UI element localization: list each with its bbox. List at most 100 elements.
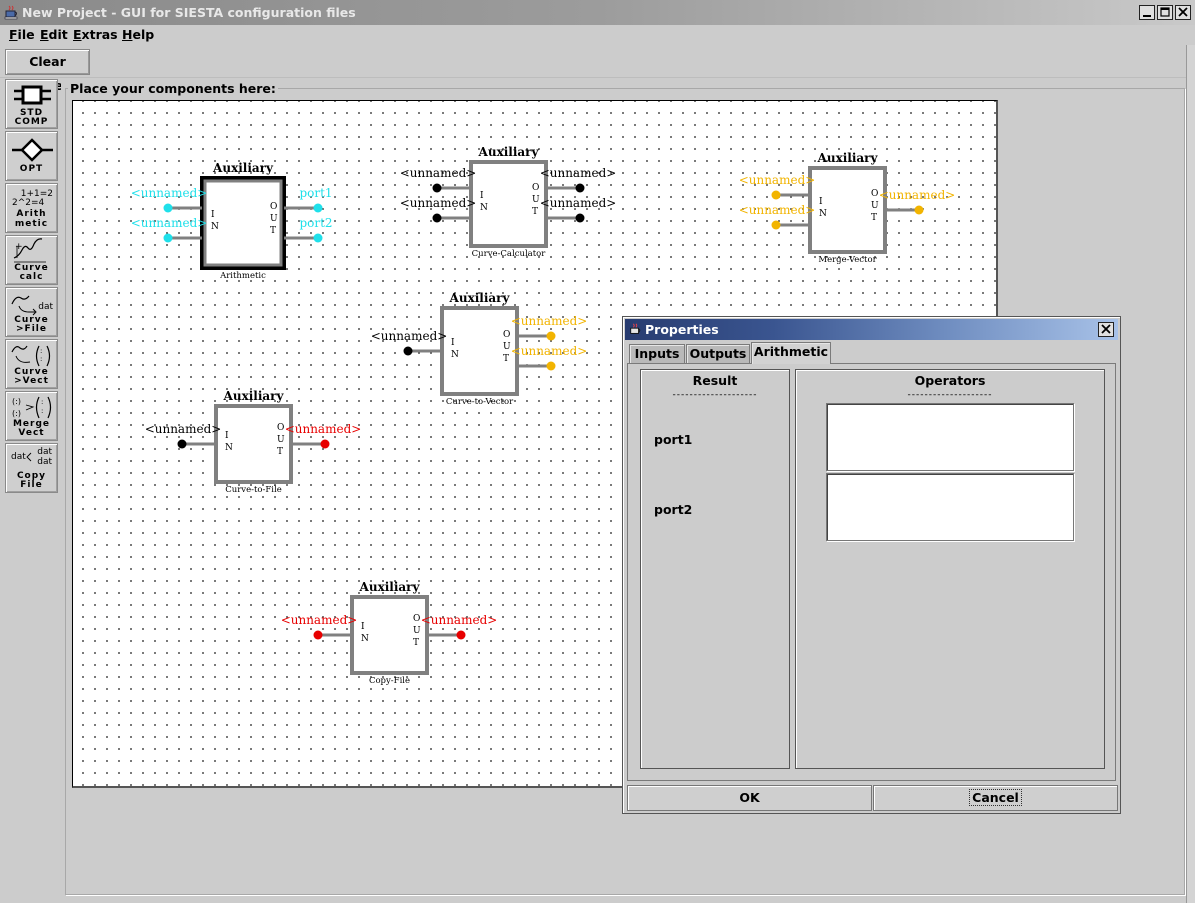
palette-curve-vect-button[interactable]: :: Curve >Vect	[5, 339, 58, 389]
maximize-button[interactable]	[1157, 5, 1173, 20]
arithmetic-input-port	[163, 233, 173, 243]
svg-text:+: +	[15, 242, 23, 252]
tab-arithmetic[interactable]: Arithmetic	[751, 342, 831, 364]
result-port2-label: port2	[654, 502, 693, 517]
copy-file-header: Auxiliary	[359, 580, 421, 594]
merge-vector-input-port	[771, 220, 781, 230]
close-window-button[interactable]	[1175, 5, 1191, 20]
copy-file-output-label: <unnamed>	[421, 613, 498, 627]
curve-to-file-name-label: Curve-to-File	[225, 485, 282, 495]
minimize-icon	[1143, 15, 1151, 17]
result-port1-label: port1	[654, 432, 693, 447]
components-panel	[65, 88, 1185, 895]
curve-to-vector-output-port	[546, 331, 556, 341]
arithmetic-tab-panel: Result -------------------- port1 port2 …	[627, 363, 1116, 781]
copy-file-out-letter-u: U	[413, 626, 421, 636]
merge-vector-out-letter-o: O	[871, 189, 878, 199]
arithmetic-output-label: port1	[299, 186, 332, 200]
arithmetic-out-letter-o: O	[270, 202, 277, 212]
std-comp-icon	[14, 85, 51, 105]
svg-text::: :	[40, 347, 42, 355]
result-header: Result	[692, 373, 738, 388]
curve-calculator-header: Auxiliary	[478, 145, 540, 159]
copy-file-out-letter-t: T	[413, 638, 419, 648]
copy-file-in-letter-n: N	[361, 634, 369, 644]
curve-to-vector-box	[440, 306, 519, 396]
svg-text:(:): (:)	[12, 409, 21, 418]
arithmetic-box	[200, 176, 286, 270]
minimize-button[interactable]	[1139, 5, 1155, 20]
curve-to-vector-out-letter-o: O	[503, 330, 510, 340]
curve-to-vector-out-letter-t: T	[503, 354, 509, 364]
merge-vector-input-label: <unnamed>	[739, 203, 816, 217]
copy-file-input-label: <unnamed>	[281, 613, 358, 627]
port1-operator-field[interactable]	[826, 403, 1074, 471]
result-separator: --------------------	[672, 390, 758, 400]
copy-file-icon	[26, 452, 32, 462]
palette-std-comp-button[interactable]: STD COMP	[5, 79, 58, 129]
curve-to-file-out-letter-u: U	[277, 435, 285, 445]
curve-to-file-input-label: <unnamed>	[145, 422, 222, 436]
curve-to-vector-name-label: Curve-to-Vector	[446, 397, 514, 407]
arithmetic-output-port	[313, 233, 323, 243]
curve-calc-icon: +	[13, 238, 46, 263]
operators-column: Operators --------------------	[795, 369, 1105, 769]
curve-calculator-out-letter-u: U	[532, 195, 540, 205]
merge-vector-output-label: <unnamed>	[879, 188, 956, 202]
menu-help[interactable]: Help	[122, 27, 155, 42]
palette-merge-vect-button[interactable]: (:)(:) :: Merge Vect	[5, 391, 58, 441]
merge-vector-output-port	[914, 205, 924, 215]
ok-button[interactable]: OK	[627, 785, 872, 811]
curve-to-vector-in-letter-i: I	[451, 338, 455, 348]
curve-calculator-output-label: <unnamed>	[540, 196, 617, 210]
menu-edit[interactable]: Edit	[40, 27, 68, 42]
curve-to-file-in-letter-i: I	[225, 431, 229, 441]
cancel-button[interactable]: Cancel	[873, 785, 1118, 811]
palette-copy-file-button[interactable]: dat dat dat Copy File	[5, 443, 58, 493]
merge-vector-out-letter-t: T	[871, 213, 877, 223]
curve-to-vector-output-label: <unnamed>	[511, 344, 588, 358]
curve-to-vector-input-label: <unnamed>	[371, 329, 448, 343]
component-layer: AuxiliaryINOUTArithmetic<unnamed><unname…	[131, 145, 956, 686]
palette-curve-calc-button[interactable]: + Curve calc	[5, 235, 58, 285]
curve-calculator-output-label: <unnamed>	[540, 166, 617, 180]
tab-inputs[interactable]: Inputs	[629, 344, 685, 364]
components-panel-title: Place your components here:	[68, 81, 278, 96]
copy-file-out-letter-o: O	[413, 614, 420, 624]
copy-file-input-port	[313, 630, 323, 640]
curve-vect-icon: ::	[11, 345, 51, 367]
curve-calculator-in-letter-n: N	[480, 203, 488, 213]
arithmetic-name-label: Arithmetic	[219, 271, 266, 281]
curve-calculator-output-port	[575, 183, 585, 193]
arithmetic-out-letter-t: T	[270, 226, 276, 236]
arithmetic-out-letter-u: U	[270, 214, 278, 224]
tab-outputs[interactable]: Outputs	[686, 344, 750, 364]
curve-calculator-input-label: <unnamed>	[400, 196, 477, 210]
curve-to-file-input-port	[177, 439, 187, 449]
svg-text:(:): (:)	[12, 397, 21, 406]
port2-operator-field[interactable]	[826, 473, 1074, 541]
menu-bar: File Edit Extras Help	[0, 25, 1195, 45]
dialog-close-button[interactable]	[1098, 322, 1114, 337]
curve-calculator-out-letter-o: O	[532, 183, 539, 193]
curve-calculator-box	[469, 160, 548, 248]
curve-to-file-out-letter-t: T	[277, 447, 283, 457]
cancel-button-label: Cancel	[969, 789, 1022, 806]
curve-to-file-box	[214, 404, 293, 484]
menu-file[interactable]: File	[9, 27, 35, 42]
palette-curve-file-button[interactable]: dat Curve >File	[5, 287, 58, 337]
curve-to-vector-output-label: <unnamed>	[511, 314, 588, 328]
merge-vector-name-label: Merge-Vector	[818, 255, 877, 265]
close-icon	[1178, 7, 1188, 17]
clear-screen-button[interactable]: Clear Screen	[5, 49, 90, 93]
arithmetic-in-letter-n: N	[211, 222, 219, 232]
palette-opt-button[interactable]: OPT	[5, 131, 58, 181]
merge-vector-in-letter-n: N	[819, 209, 827, 219]
merge-vect-icon: (:)(:) ::	[12, 396, 52, 419]
merge-vector-input-label: <unnamed>	[739, 173, 816, 187]
palette-arithmetic-button[interactable]: 1+1=2 2^2=4 Arith metic	[5, 183, 58, 233]
curve-calculator-in-letter-i: I	[480, 191, 484, 201]
vertical-scrollbar[interactable]	[1186, 45, 1195, 903]
menu-extras[interactable]: Extras	[73, 27, 118, 42]
java-cup-icon	[4, 5, 18, 20]
